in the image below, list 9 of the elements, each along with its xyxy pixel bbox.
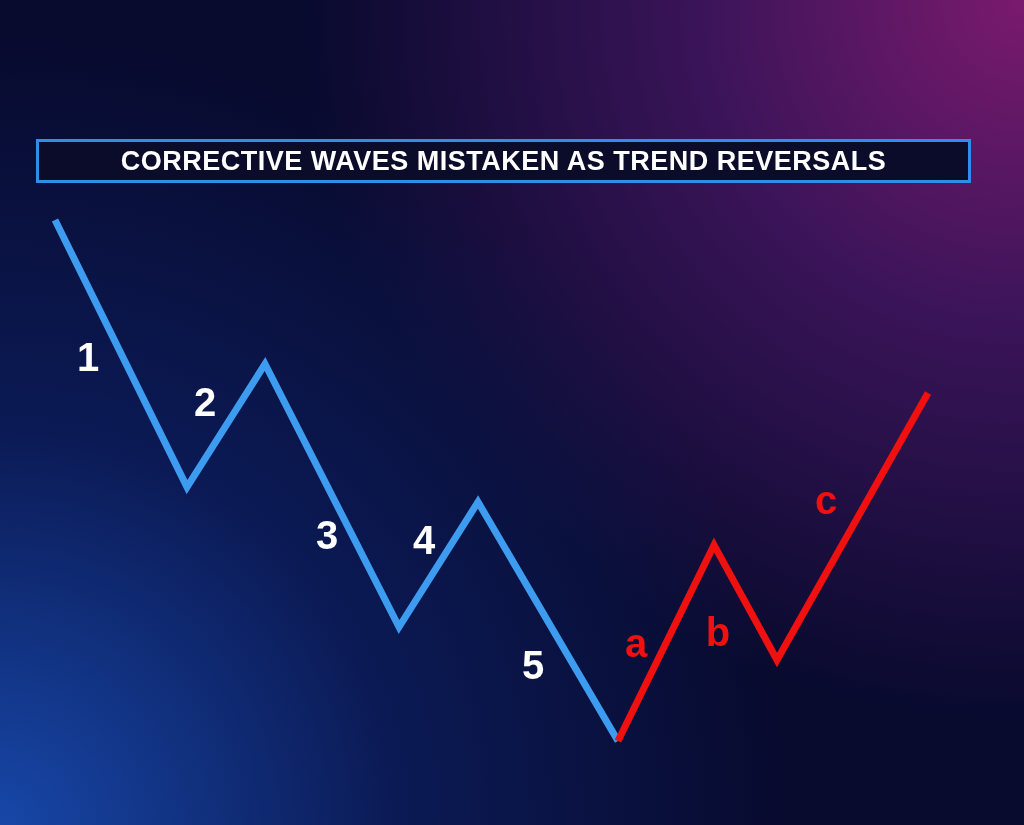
wave-label: 1	[76, 337, 100, 377]
wave-label: 5	[521, 645, 545, 685]
wave-label: 4	[412, 520, 436, 560]
wave-label: a	[624, 623, 648, 663]
wave-label: 2	[193, 382, 217, 422]
wave-label: b	[705, 612, 731, 652]
wave-label: 3	[315, 515, 339, 555]
wave-label: c	[814, 480, 838, 520]
title-banner: CORRECTIVE WAVES MISTAKEN AS TREND REVERSALS	[36, 139, 971, 183]
